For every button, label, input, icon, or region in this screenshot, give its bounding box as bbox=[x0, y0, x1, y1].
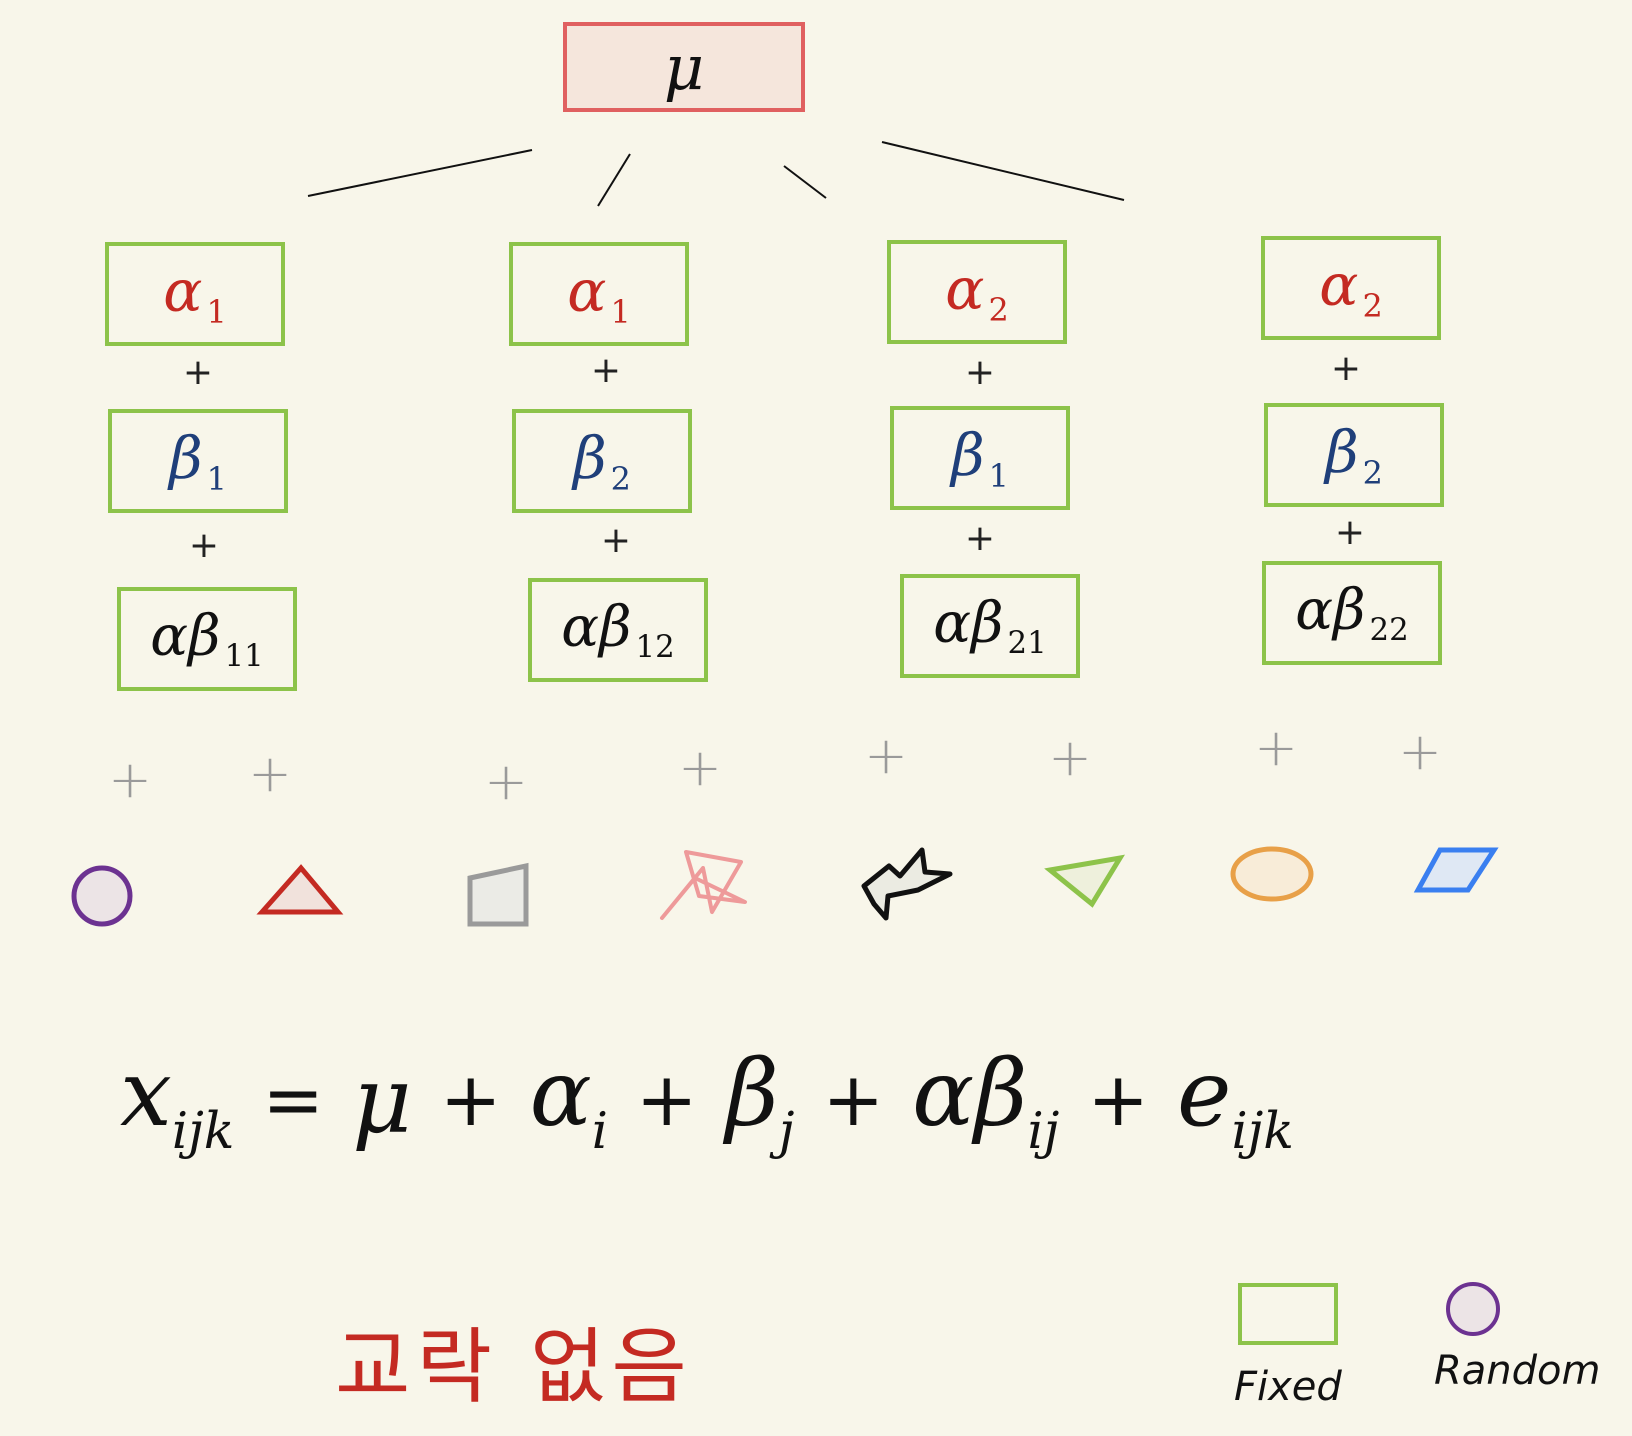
ellipse-shape bbox=[1230, 846, 1314, 902]
legend-fixed-box bbox=[1238, 1283, 1338, 1345]
star-shape bbox=[660, 850, 747, 920]
plus-sign: + bbox=[964, 352, 996, 393]
parallelogram-shape bbox=[1413, 847, 1499, 893]
splat-shape bbox=[861, 847, 953, 921]
grey-plus-sign: + bbox=[864, 726, 908, 786]
triangle-shape bbox=[256, 864, 344, 915]
equation-term-error: eijk bbox=[1176, 1040, 1294, 1160]
grey-plus-sign: + bbox=[1254, 718, 1298, 778]
legend-random-label: Random bbox=[1434, 1348, 1601, 1394]
circle-shape bbox=[71, 865, 133, 927]
connector-line-4 bbox=[881, 141, 1125, 201]
plus-sign: + bbox=[182, 352, 214, 393]
plus-sign: + bbox=[1334, 512, 1366, 553]
inverted-triangle-shape bbox=[1044, 854, 1125, 908]
plus-sign: + bbox=[964, 518, 996, 559]
quadrilateral-shape bbox=[467, 862, 529, 927]
equation-lhs: xijk bbox=[120, 1040, 235, 1160]
no-confounding-note: 교락 없음 bbox=[335, 1320, 693, 1415]
equals-sign: = bbox=[262, 1057, 325, 1143]
plus-sign: + bbox=[188, 525, 220, 566]
plus-operator: + bbox=[635, 1057, 698, 1143]
grey-plus-sign: + bbox=[108, 750, 152, 810]
grey-plus-sign: + bbox=[1048, 728, 1092, 788]
equation-term-beta: βj bbox=[725, 1040, 795, 1160]
random-effect-shapes bbox=[71, 846, 1499, 927]
connector-line-1 bbox=[307, 149, 533, 197]
equation-term-mu: μ bbox=[352, 1046, 412, 1154]
plus-operator: + bbox=[1087, 1057, 1149, 1143]
plus-sign: + bbox=[1330, 348, 1362, 389]
grey-plus-sign: + bbox=[248, 744, 292, 804]
equation-term-interaction: αβij bbox=[912, 1040, 1060, 1160]
connector-line-2 bbox=[597, 153, 631, 207]
grand-mean-symbol: μ bbox=[663, 30, 705, 104]
legend-fixed-label: Fixed bbox=[1234, 1364, 1342, 1410]
model-equation: xijk = μ + αi + βj + αβij + eijk bbox=[120, 1030, 1520, 1170]
grand-mean-box: μ bbox=[563, 22, 805, 112]
connector-line-3 bbox=[783, 165, 827, 199]
legend-random-circle bbox=[1446, 1282, 1500, 1336]
plus-sign: + bbox=[590, 350, 622, 391]
equation-term-alpha: αi bbox=[529, 1040, 608, 1160]
plus-sign: + bbox=[600, 520, 632, 561]
plus-operator: + bbox=[439, 1057, 502, 1143]
grey-plus-sign: + bbox=[484, 752, 528, 812]
grey-plus-sign: + bbox=[1398, 722, 1442, 782]
grey-plus-sign: + bbox=[678, 738, 722, 798]
plus-operator: + bbox=[822, 1057, 885, 1143]
